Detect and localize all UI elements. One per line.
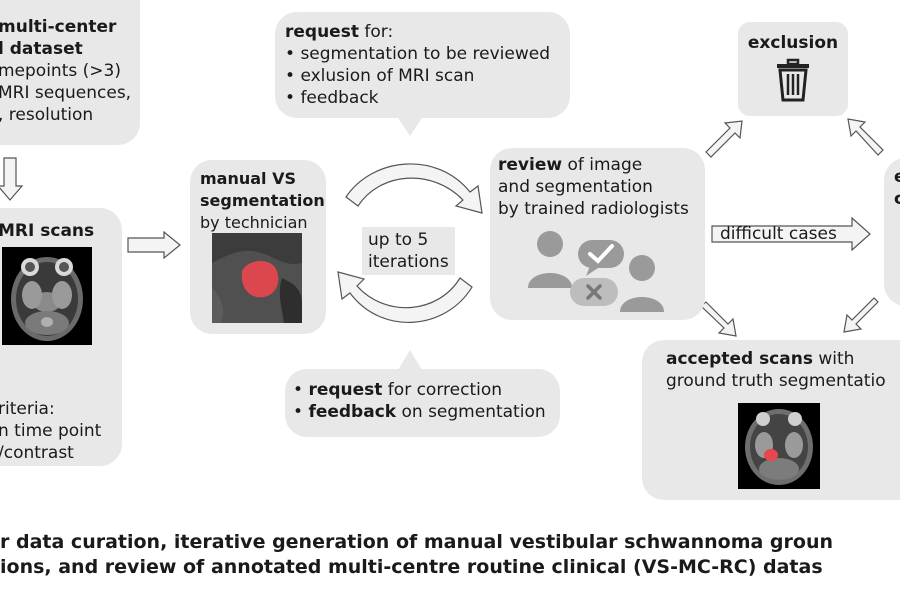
radiologist-people-icon	[528, 231, 664, 312]
request-bottom-list: request for correction feedback on segme…	[293, 379, 560, 423]
cycle-arrow-lower	[337, 271, 473, 324]
review-line3: by trained radiologists	[498, 199, 689, 219]
mri-axial-scan-image	[2, 247, 92, 345]
request-top-title-bold: request	[285, 22, 359, 42]
iterations-label: up to 5 iterations	[362, 227, 455, 275]
mri-scans-title: MRI scans	[0, 221, 95, 241]
x-bubble-icon	[570, 278, 618, 306]
manual-title-line1: manual VS	[200, 169, 297, 188]
request-top-item: exlusion of MRI scan	[285, 65, 570, 87]
review-title-rest: of image	[562, 155, 643, 175]
review-title: review of image	[498, 154, 705, 176]
request-bottom-item-2-rest: on segmentation	[396, 402, 546, 422]
dataset-line3: mepoints (>3)	[0, 61, 121, 81]
review-title-bold: review	[498, 155, 563, 175]
request-top-list: segmentation to be reviewed exlusion of …	[285, 43, 570, 109]
accepted-title-bold: accepted scans	[666, 349, 813, 369]
request-top-title: request for:	[285, 21, 570, 43]
request-bottom-bubble: request for correction feedback on segme…	[285, 369, 560, 437]
dataset-title-line1: multi-center	[0, 17, 117, 37]
request-bottom-item-2: feedback on segmentation	[293, 401, 560, 423]
request-bottom-item-1: request for correction	[293, 379, 560, 401]
right-partial-box: e c	[884, 158, 900, 306]
iterations-line2: iterations	[368, 252, 449, 272]
request-bottom-item-2-bold: feedback	[308, 402, 397, 422]
accepted-title: accepted scans with	[666, 348, 900, 370]
request-top-bubble: request for: segmentation to be reviewed…	[275, 12, 570, 118]
exclusion-title: exclusion	[747, 33, 839, 53]
request-bottom-item-1-rest: for correction	[382, 380, 503, 400]
request-top-item: feedback	[285, 87, 570, 109]
check-bubble-icon	[578, 240, 624, 276]
request-bottom-item-1-bold: request	[308, 380, 383, 400]
iterations-line1: up to 5	[368, 230, 429, 250]
mri-criteria-line4: n	[0, 464, 122, 466]
request-top-bubble-tail	[398, 118, 422, 136]
trash-icon	[777, 58, 809, 102]
dataset-title-line2: l dataset	[0, 39, 83, 59]
figure-caption: r data curation, iterative generation of…	[0, 530, 900, 580]
difficult-cases-text: difficult cases	[720, 224, 837, 244]
arrow-right-to-accepted	[843, 297, 879, 333]
arrow-mri-to-manual	[127, 230, 181, 260]
segmentation-scan-image	[212, 233, 302, 323]
caption-line2: ions, and review of annotated multi-cent…	[0, 556, 823, 578]
difficult-cases-label: difficult cases	[716, 223, 841, 245]
request-bottom-bubble-tail	[398, 350, 422, 370]
accepted-line2: ground truth segmentatio	[666, 371, 886, 391]
cycle-arrow-upper	[345, 163, 483, 214]
arrow-difficult-cases	[711, 216, 871, 252]
manual-title-line2: segmentation	[200, 191, 325, 210]
right-partial-line2: c	[894, 189, 900, 209]
mri-criteria-line1: riteria:	[0, 399, 55, 419]
review-line2: and segmentation	[498, 177, 653, 197]
arrow-right-to-exclusion	[847, 118, 884, 156]
accepted-scan-image	[738, 403, 820, 489]
request-top-item: segmentation to be reviewed	[285, 43, 570, 65]
accepted-title-rest: with	[812, 349, 855, 369]
request-top-title-rest: for:	[358, 22, 394, 42]
right-partial-line1: e	[894, 167, 900, 187]
tumor-segmentation	[241, 260, 279, 298]
mri-criteria-line2: n time point	[0, 421, 102, 441]
dataset-line5: , resolution	[0, 105, 94, 125]
dataset-line4: MRI sequences,	[0, 83, 132, 103]
accepted-tumor-segmentation	[764, 449, 778, 461]
arrow-review-to-accepted	[700, 301, 737, 337]
dataset-box: multi-center l dataset mepoints (>3) MRI…	[0, 0, 140, 145]
mri-criteria-line3: /contrast	[0, 443, 74, 463]
manual-subtitle: by technician	[200, 213, 308, 232]
arrow-review-to-exclusion	[705, 120, 743, 158]
caption-line1: r data curation, iterative generation of…	[0, 531, 834, 553]
arrow-dataset-to-mri	[0, 157, 24, 201]
